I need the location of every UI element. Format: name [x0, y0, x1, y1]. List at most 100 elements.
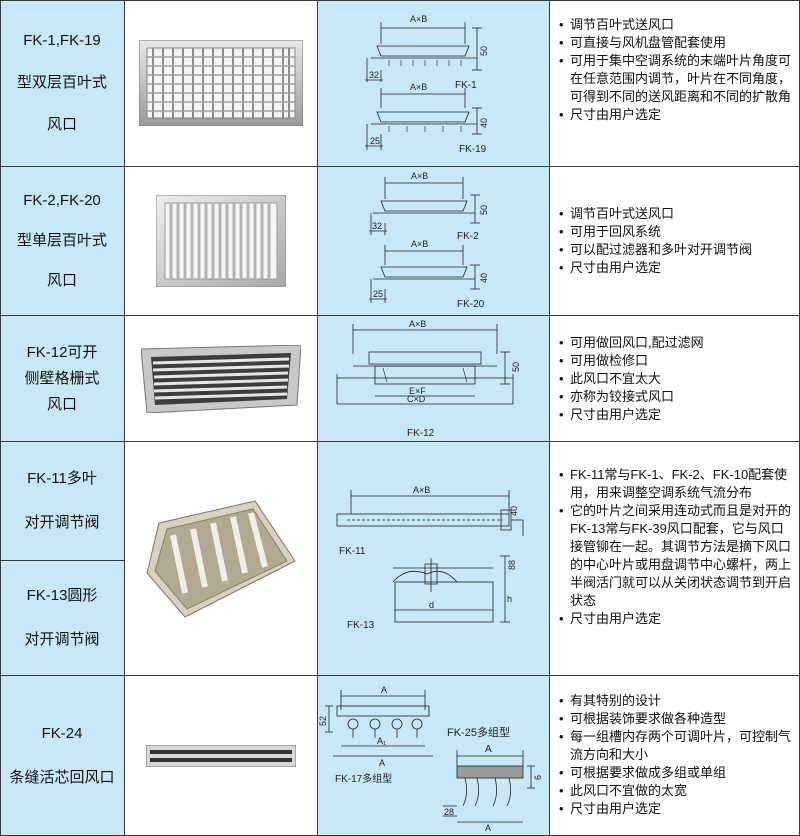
- row3-section-drawing: A×B 50 E×F C×D FK-12: [336, 319, 521, 439]
- list-item: 此风口不宜做的太宽: [559, 782, 792, 800]
- row5-name-line2: 条缝活芯回风口: [9, 769, 115, 786]
- table-column-divider: [317, 0, 318, 836]
- table-row-divider: [0, 560, 124, 561]
- row1-dim-axb-1: A×B: [410, 14, 427, 24]
- single-louver-grille-image: [155, 195, 286, 287]
- row1-dim-50: 50: [479, 46, 489, 56]
- list-item: 此风口不宜太大: [559, 370, 792, 388]
- row5-dim-a-base: A: [485, 823, 491, 833]
- row4b-name-line1: FK-13圆形: [26, 587, 98, 604]
- list-item: 尺寸由用户选定: [559, 406, 792, 424]
- row3-dim-exf: E×F: [409, 386, 426, 396]
- row3-name-cell: FK-12可开 侧壁格栅式 风口: [0, 316, 124, 441]
- list-item: 可直接与风机盘管配套使用: [559, 34, 792, 52]
- row4a-name-cell: FK-11多叶 对开调节阀: [0, 442, 124, 560]
- row1-dim-axb-2: A×B: [410, 82, 427, 92]
- side-wall-grille-image: [140, 344, 301, 413]
- table-row-divider: [0, 675, 800, 676]
- row5-dim-a1: A₁: [377, 736, 386, 746]
- row2-dim-40: 40: [479, 273, 489, 283]
- table-border-left: [0, 0, 1, 836]
- row4b-name-line2: 对开调节阀: [24, 631, 100, 648]
- row1-name-line3: 风口: [46, 116, 77, 133]
- list-item: 尺寸由用户选定: [559, 610, 792, 628]
- row1-dim-32: 32: [369, 70, 379, 80]
- row2-dim-32: 32: [372, 221, 382, 231]
- row4-dim-88: 88: [507, 560, 517, 570]
- row1-feature-list: 调节百叶式送风口 可直接与风机盘管配套使用 可用于集中空调系统的末端叶片角度可在…: [559, 16, 792, 124]
- row5-dim-a-bottom: A: [379, 758, 385, 768]
- list-item: 可用于回风系统: [559, 223, 792, 241]
- row1-name-line2: 型双层百叶式: [16, 74, 107, 91]
- row4-feature-list: FK-11常与FK-1、FK-2、FK-10配套使用，用来调整空调系统气流分布 …: [559, 466, 792, 628]
- row1-dim-40: 40: [479, 118, 489, 128]
- list-item: 尺寸由用户选定: [559, 106, 792, 124]
- row2-label-fk2: FK-2: [457, 231, 479, 242]
- row5-label-fk25: FK-25多组型: [447, 725, 510, 739]
- list-item: 可以配过滤器和多叶对开调节阀: [559, 241, 792, 259]
- row1-features-cell: 调节百叶式送风口 可直接与风机盘管配套使用 可用于集中空调系统的末端叶片角度可在…: [549, 0, 800, 166]
- row5-name-line1: FK-24: [41, 725, 83, 742]
- row3-feature-list: 可用做回风口,配过滤网 可用做检修口 此风口不宜太大 亦称为铰接式风口 尺寸由用…: [559, 334, 792, 424]
- row5-photo-cell: [124, 676, 317, 836]
- row2-dim-axb-1: A×B: [411, 171, 428, 181]
- row1-name-line1: FK-1,FK-19: [23, 32, 101, 49]
- list-item: 可根据装饰要求做各种造型: [559, 710, 792, 728]
- list-item: 可根据要求做成多组或单组: [559, 764, 792, 782]
- row3-label-fk12: FK-12: [407, 428, 435, 439]
- row2-dim-25: 25: [373, 289, 383, 299]
- row5-dim-52: 52: [318, 716, 328, 726]
- double-louver-grille-image: [138, 40, 303, 126]
- row4b-name-cell: FK-13圆形 对开调节阀: [0, 561, 124, 675]
- list-item: 亦称为铰接式风口: [559, 388, 792, 406]
- opposed-blade-damper-image: [145, 499, 296, 618]
- list-item: 每一组槽内存两个可调叶片，可控制气流方向和大小: [559, 728, 792, 764]
- table-row-divider: [0, 315, 800, 316]
- row1-dim-25: 25: [370, 136, 380, 146]
- row1-label-fk1: FK-1: [455, 80, 477, 91]
- row2-label-fk20: FK-20: [457, 299, 485, 310]
- list-item: 有其特别的设计: [559, 692, 792, 710]
- row1-section-drawing: A×B 50 32 FK-1 A×B 40 25 FK-19: [365, 14, 489, 155]
- row2-name-line3: 风口: [46, 272, 77, 289]
- row3-features-cell: 可用做回风口,配过滤网 可用做检修口 此风口不宜太大 亦称为铰接式风口 尺寸由用…: [549, 316, 800, 441]
- row3-dim-cxd: C×D: [407, 394, 426, 404]
- table-column-divider: [549, 0, 550, 836]
- table-row-divider: [0, 441, 800, 442]
- list-item: 调节百叶式送风口: [559, 16, 792, 34]
- list-item: 可用做检修口: [559, 352, 792, 370]
- row4-label-fk11: FK-11: [339, 546, 366, 557]
- row4-dim-axb: A×B: [413, 485, 430, 495]
- row4a-name-line1: FK-11多叶: [27, 470, 97, 487]
- row1-label-fk19: FK-19: [459, 144, 487, 155]
- table-column-divider: [124, 0, 125, 836]
- row3-name-line1: FK-12可开: [26, 343, 98, 361]
- row3-photo-cell: [124, 316, 317, 441]
- row5-features-cell: 有其特别的设计 可根据装饰要求做各种造型 每一组槽内存两个可调叶片，可控制气流方…: [549, 676, 800, 836]
- row4-dim-h: h: [507, 594, 512, 604]
- row4-section-drawing: A×B 40 FK-11 88 h d FK-13: [336, 485, 524, 631]
- row2-dim-50: 50: [479, 205, 489, 215]
- list-item: 尺寸由用户选定: [559, 800, 792, 818]
- row2-features-cell: 调节百叶式送风口 可用于回风系统 可以配过滤器和多叶对开调节阀 尺寸由用户选定: [549, 167, 800, 315]
- row5-dim-28: 28: [444, 807, 454, 817]
- row5-dim-6: 6: [533, 775, 543, 780]
- list-item: FK-11常与FK-1、FK-2、FK-10配套使用，用来调整空调系统气流分布: [559, 466, 792, 502]
- row4-label-fk13: FK-13: [347, 620, 375, 631]
- row2-name-line1: FK-2,FK-20: [23, 192, 101, 209]
- linear-slot-diffuser-image: [145, 745, 296, 767]
- list-item: 调节百叶式送风口: [559, 205, 792, 223]
- row5-dim-a-right: A: [485, 744, 492, 755]
- row3-name-line3: 风口: [46, 395, 77, 413]
- row3-diagram-cell: A×B 50 E×F C×D FK-12: [317, 316, 549, 441]
- list-item: 尺寸由用户选定: [559, 259, 792, 277]
- row2-name-line2: 型单层百叶式: [16, 232, 107, 249]
- row4-dim-40: 40: [509, 506, 519, 516]
- row2-feature-list: 调节百叶式送风口 可用于回风系统 可以配过滤器和多叶对开调节阀 尺寸由用户选定: [559, 205, 792, 277]
- row5-feature-list: 有其特别的设计 可根据装饰要求做各种造型 每一组槽内存两个可调叶片，可控制气流方…: [559, 692, 792, 818]
- row3-name-line2: 侧壁格栅式: [24, 369, 100, 387]
- row5-dim-a-top: A: [381, 685, 387, 695]
- list-item: 可用于集中空调系统的末端叶片角度可在任意范围内调节，叶片在不同角度，可得到不同的…: [559, 52, 792, 106]
- row2-photo-cell: [124, 167, 317, 315]
- row2-dim-axb-2: A×B: [411, 239, 428, 249]
